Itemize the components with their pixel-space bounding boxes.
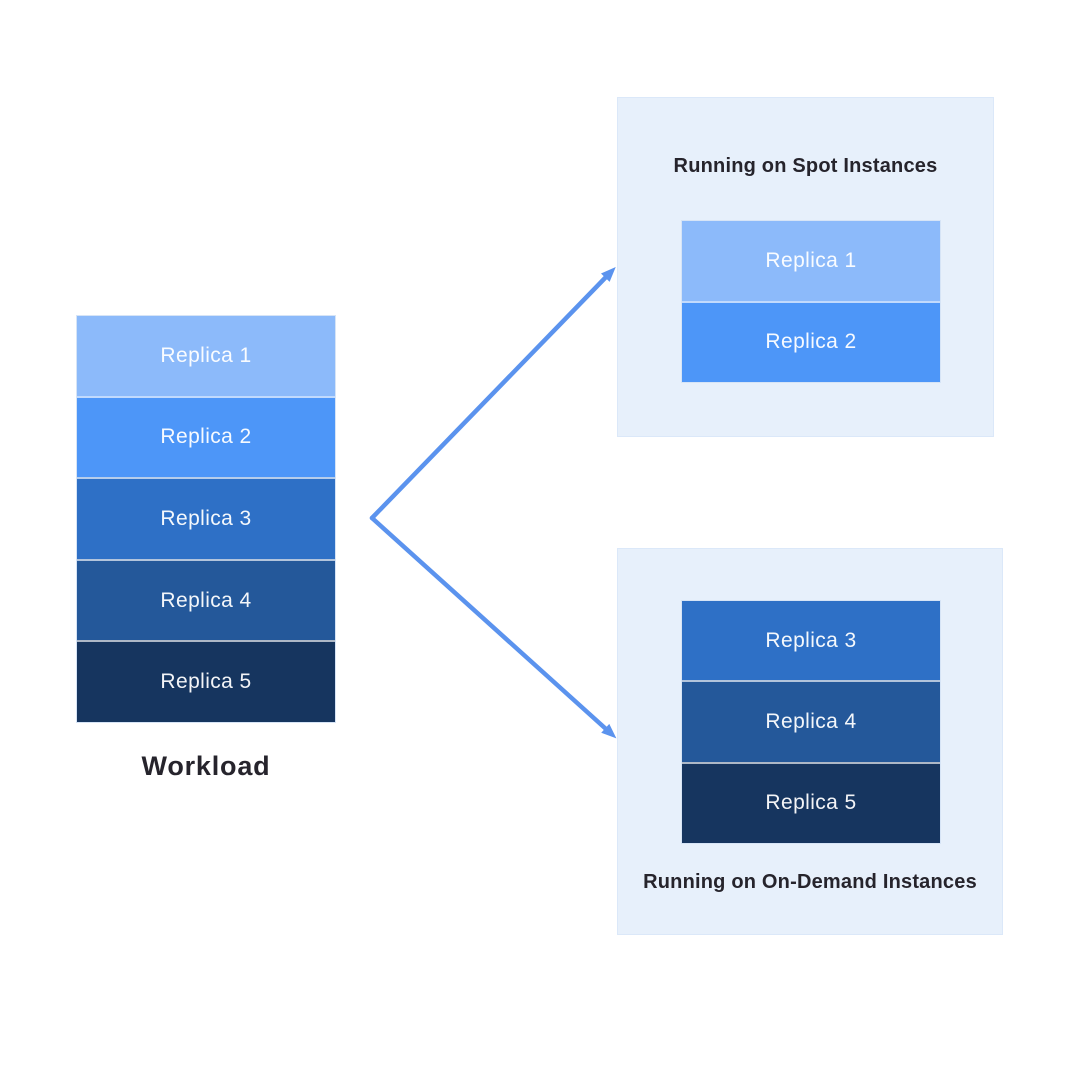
spot-replica-2: Replica 2 [682, 300, 940, 382]
ondemand-replica-5: Replica 5 [682, 761, 940, 843]
ondemand-panel-title: Running on On-Demand Instances [643, 871, 977, 893]
workload-stack: Replica 1 Replica 2 Replica 3 Replica 4 … [76, 315, 336, 723]
spot-instances-panel: Running on Spot Instances Replica 1 Repl… [617, 97, 994, 437]
spot-stack: Replica 1 Replica 2 [681, 220, 941, 383]
workload-replica-2: Replica 2 [77, 395, 335, 478]
ondemand-replica-4: Replica 4 [682, 680, 940, 762]
workload-replica-1: Replica 1 [77, 316, 335, 396]
workload-replica-3: Replica 3 [77, 477, 335, 559]
ondemand-instances-panel: Replica 3 Replica 4 Replica 5 Running on… [617, 548, 1003, 935]
arrow-to-ondemand [369, 515, 617, 739]
ondemand-stack: Replica 3 Replica 4 Replica 5 [681, 600, 941, 844]
workload-title: Workload [141, 751, 271, 781]
ondemand-replica-3: Replica 3 [682, 601, 940, 681]
arrow-to-spot [369, 266, 616, 521]
workload-replica-4: Replica 4 [77, 558, 335, 641]
spot-replica-1: Replica 1 [682, 221, 940, 301]
spot-panel-title: Running on Spot Instances [673, 155, 938, 177]
workload-replica-5: Replica 5 [77, 640, 335, 722]
